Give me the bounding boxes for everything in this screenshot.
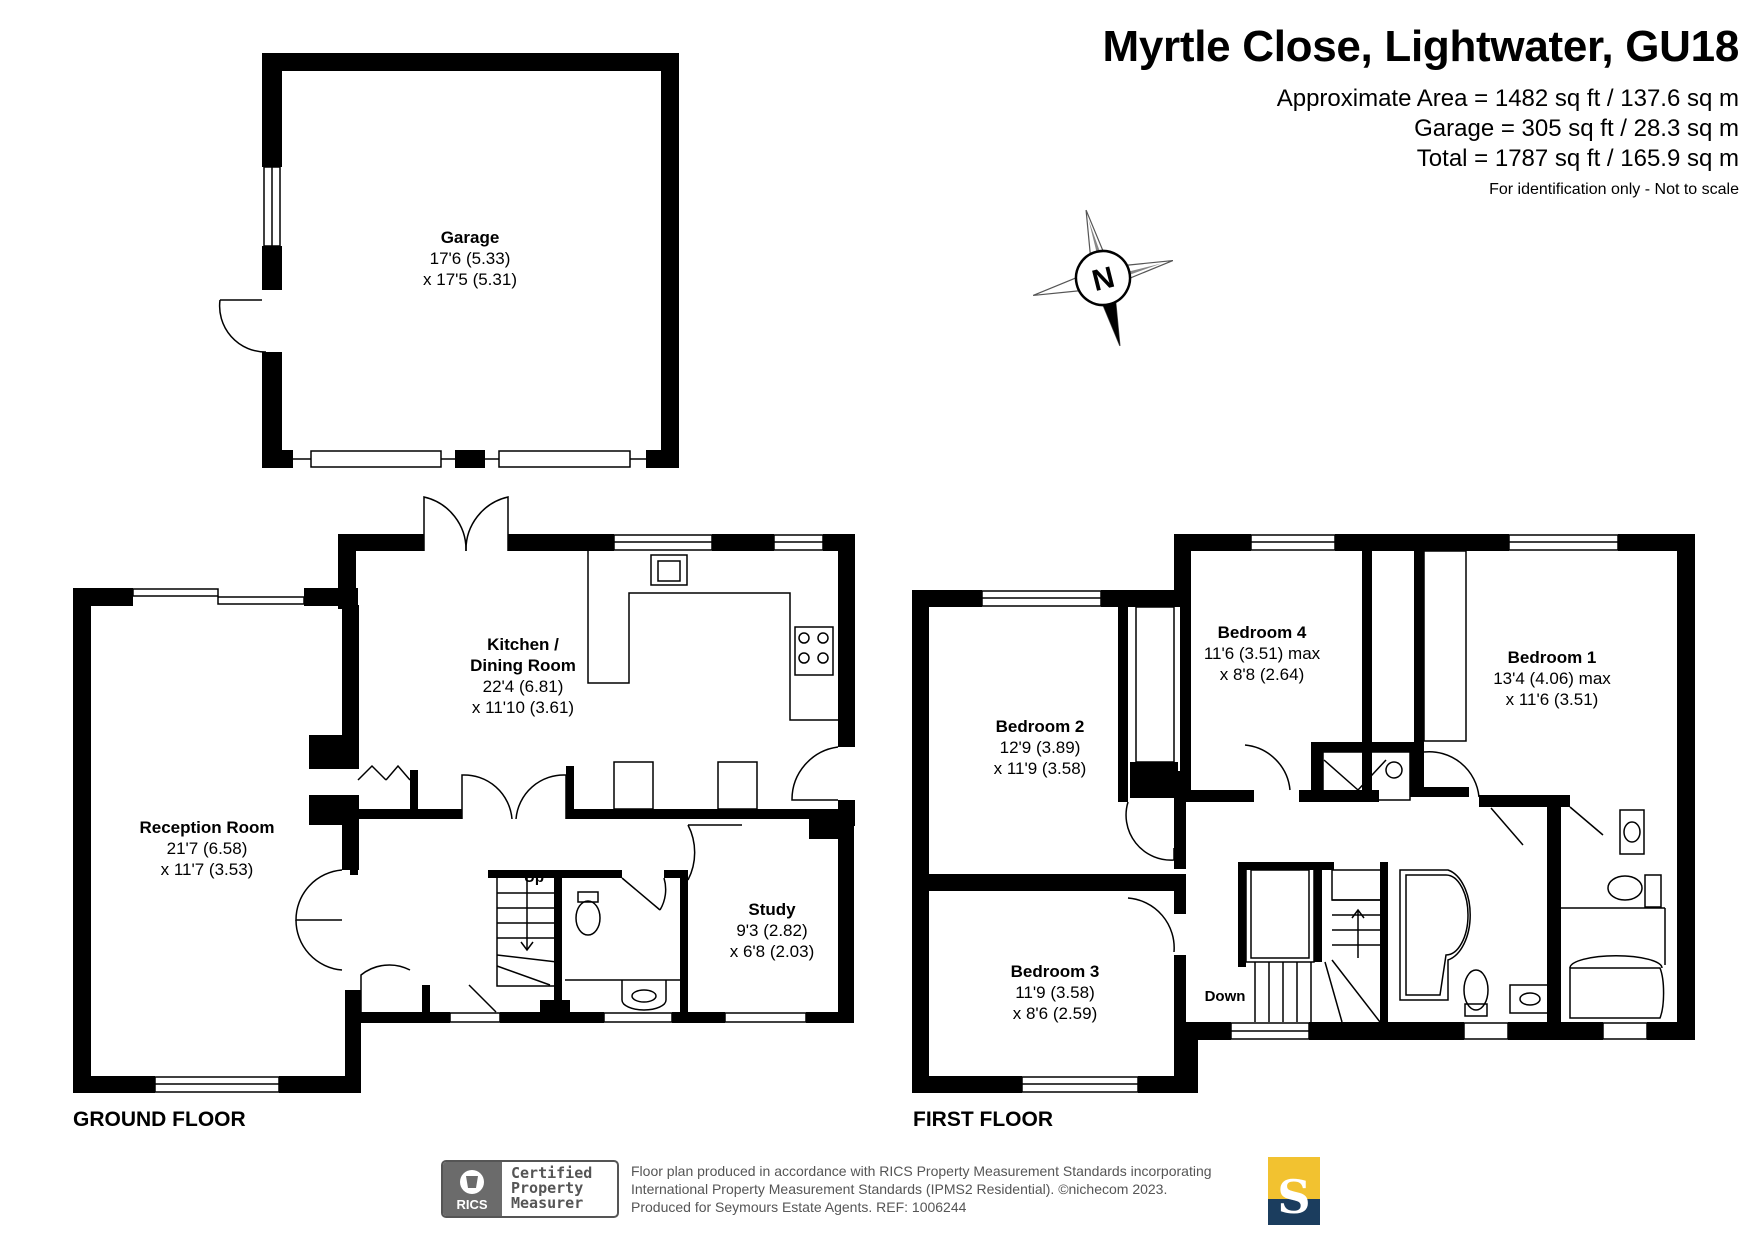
study-name: Study (748, 900, 796, 919)
scale-disclaimer: For identification only - Not to scale (1489, 181, 1739, 198)
first-floor-fittings (1125, 550, 1666, 1023)
reception-dim-1: 21'7 (6.58) (167, 839, 248, 858)
brand-letter: S (1277, 1170, 1310, 1224)
ground-floor-walls (73, 534, 855, 1093)
bedroom-3-dim-1: 11'9 (3.58) (1015, 983, 1094, 1002)
study-dim-1: 9'3 (2.82) (736, 921, 807, 940)
seymours-logo: S (1268, 1157, 1320, 1225)
rics-certified-badge: RICS Certified Property Measurer (441, 1160, 619, 1218)
kitchen-name-2: Dining Room (470, 656, 576, 675)
stairs-down-label: Down (1205, 988, 1246, 1005)
garage-dim-2: x 17'5 (5.31) (423, 270, 517, 289)
reception-dim-2: x 11'7 (3.53) (161, 860, 254, 879)
ground-floor-fittings (295, 496, 839, 1020)
bedroom-3-dim-2: x 8'6 (2.59) (1013, 1004, 1098, 1023)
rics-logo-text: RICS (456, 1197, 487, 1212)
bedroom-2-name: Bedroom 2 (996, 717, 1085, 736)
ground-floor-windows (132, 534, 824, 1093)
bedroom-2-dim-1: 12'9 (3.89) (1000, 738, 1081, 757)
page-title: Myrtle Close, Lightwater, GU18 (1102, 22, 1740, 71)
first-floor-walls (912, 534, 1695, 1093)
bedroom-4-dim-2: x 8'8 (2.64) (1220, 665, 1305, 684)
garage-name: Garage (441, 228, 500, 247)
area-approximate: Approximate Area = 1482 sq ft / 137.6 sq… (1276, 85, 1739, 112)
kitchen-dim-2: x 11'10 (3.61) (472, 698, 574, 717)
first-floor-windows (981, 534, 1648, 1093)
bedroom-1-name: Bedroom 1 (1508, 648, 1597, 667)
kitchen-dim-1: 22'4 (6.81) (483, 677, 564, 696)
disclaimer-line-1: Floor plan produced in accordance with R… (631, 1163, 1212, 1179)
garage-walls (262, 53, 679, 468)
stairs-up-label: Up (524, 869, 544, 886)
garage-dim-1: 17'6 (5.33) (430, 249, 511, 268)
disclaimer-line-2: International Property Measurement Stand… (631, 1181, 1168, 1197)
cert-line-2: Property (511, 1179, 584, 1197)
rics-logo: RICS (443, 1162, 502, 1216)
reception-name: Reception Room (139, 818, 274, 837)
bedroom-1-dim-2: x 11'6 (3.51) (1506, 690, 1599, 709)
kitchen-name-1: Kitchen / (487, 635, 559, 654)
garage-windows (263, 166, 646, 468)
study-dim-2: x 6'8 (2.03) (730, 942, 815, 961)
bedroom-4-dim-1: 11'6 (3.51) max (1204, 644, 1321, 663)
garage-door (218, 299, 267, 353)
ground-floor-label: GROUND FLOOR (73, 1108, 246, 1131)
compass-icon: N (1032, 209, 1174, 347)
bedroom-3-name: Bedroom 3 (1011, 962, 1100, 981)
area-total: Total = 1787 sq ft / 165.9 sq m (1416, 145, 1739, 172)
cert-line-1: Certified (511, 1164, 593, 1182)
bedroom-4-name: Bedroom 4 (1218, 623, 1307, 642)
bedroom-2-dim-2: x 11'9 (3.58) (994, 759, 1087, 778)
plan-disclaimer: Floor plan produced in accordance with R… (631, 1162, 1212, 1216)
first-floor-label: FIRST FLOOR (913, 1108, 1053, 1131)
area-garage: Garage = 305 sq ft / 28.3 sq m (1414, 115, 1739, 142)
bedroom-1-dim-1: 13'4 (4.06) max (1493, 669, 1611, 688)
disclaimer-line-3: Produced for Seymours Estate Agents. REF… (631, 1199, 967, 1215)
cert-line-3: Measurer (511, 1194, 584, 1212)
